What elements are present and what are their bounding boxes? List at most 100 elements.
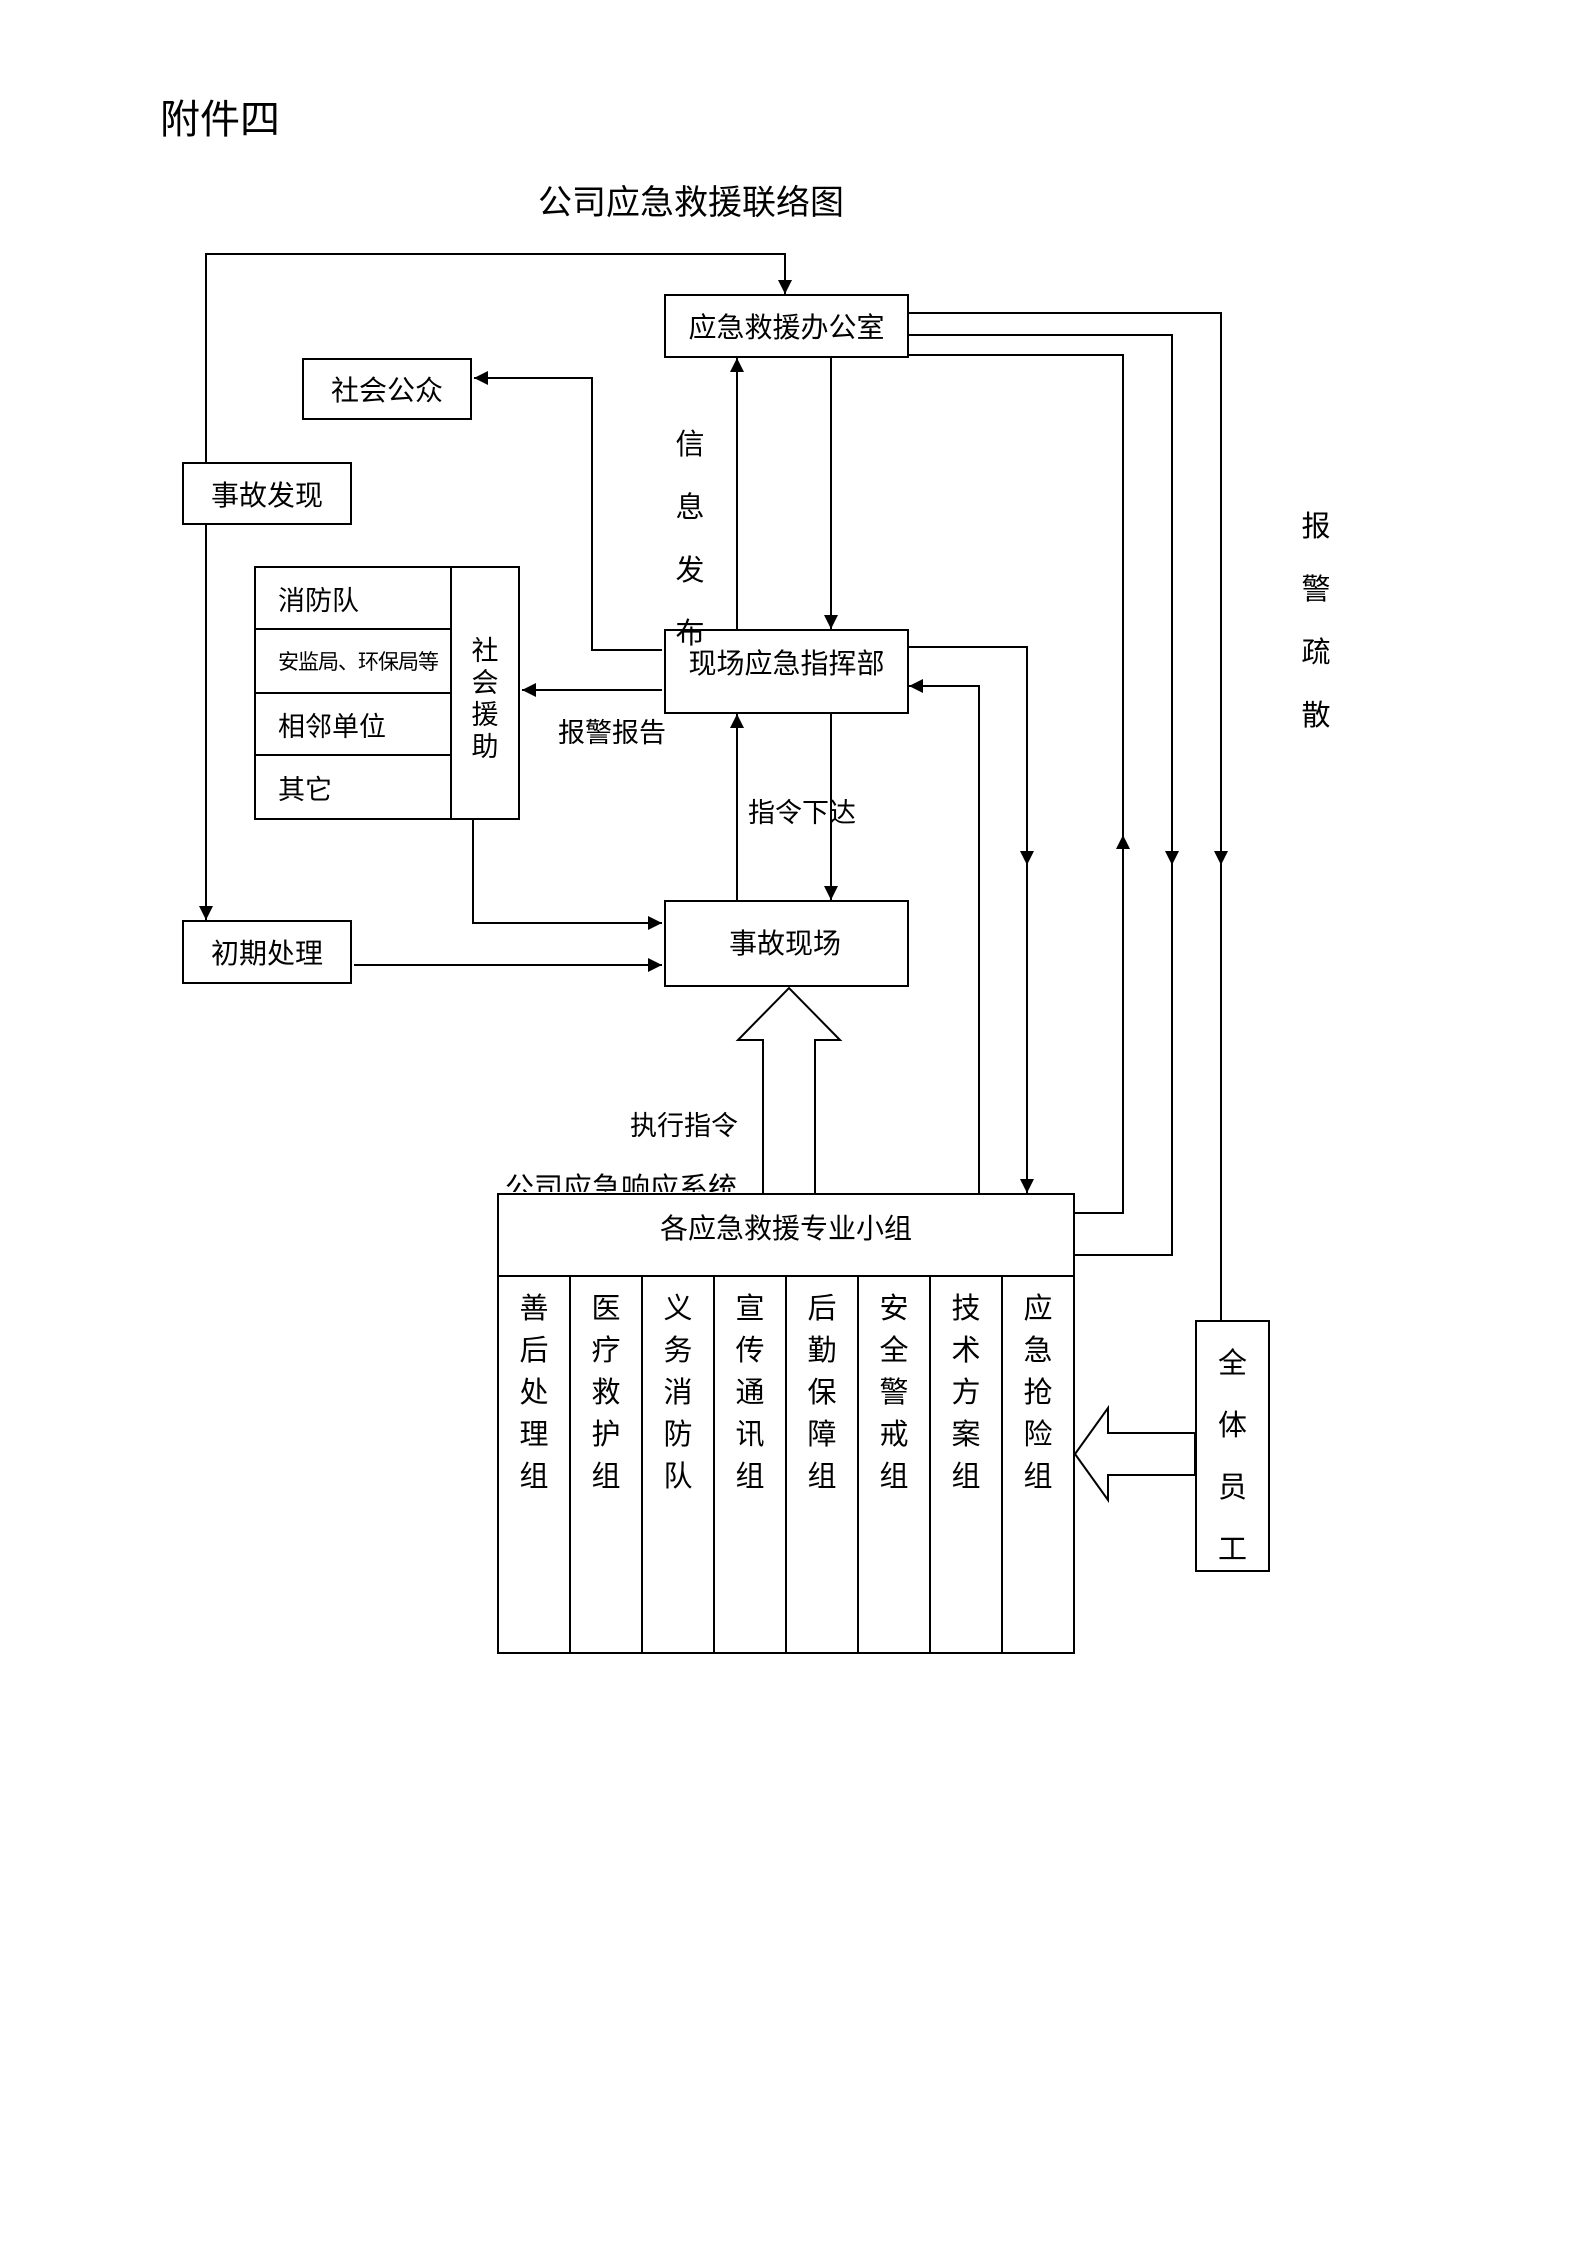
all-staff-box: 全 体 员 工 [1195, 1320, 1270, 1572]
group-char: 务 [663, 1333, 693, 1367]
group-char: 护 [591, 1417, 621, 1451]
group-char: 讯 [735, 1417, 765, 1451]
groups-header: 各应急救援专业小组 [499, 1195, 1073, 1277]
group-char: 急 [1023, 1333, 1053, 1367]
info-release-char: 息 [675, 490, 705, 524]
group-char: 安 [879, 1291, 909, 1325]
group-char: 抢 [1023, 1375, 1053, 1409]
scene-label: 事故现场 [729, 927, 842, 960]
group-column: 善后处理组 [499, 1277, 571, 1652]
group-char: 传 [735, 1333, 765, 1367]
social-assistance-box: 消防队 安监局、环保局等 相邻单位 其它 社 会 援 助 [254, 566, 520, 820]
group-column: 技术方案组 [931, 1277, 1003, 1652]
group-column: 应急抢险组 [1003, 1277, 1073, 1652]
group-char: 组 [1023, 1459, 1053, 1493]
command-to-public-arrow [474, 371, 662, 651]
group-char: 组 [879, 1459, 909, 1493]
group-char: 善 [519, 1291, 549, 1325]
group-char: 方 [951, 1375, 981, 1409]
group-char: 救 [591, 1375, 621, 1409]
office-to-staff-arrow [909, 312, 1222, 1320]
all-staff-char: 全 [1217, 1346, 1247, 1380]
group-char: 防 [663, 1417, 693, 1451]
all-staff-char: 体 [1217, 1408, 1247, 1442]
group-char: 义 [663, 1291, 693, 1325]
alarm-evacuation-annotation: 报 警 疏 散 [1296, 495, 1336, 747]
scene-box: 事故现场 [664, 900, 909, 987]
group-char: 术 [951, 1333, 981, 1367]
diagram-title: 公司应急救援联络图 [538, 183, 844, 223]
assistance-item: 相邻单位 [256, 694, 450, 756]
initial-handling-box: 初期处理 [182, 920, 352, 984]
all-staff-char: 员 [1217, 1470, 1247, 1504]
groups-columns: 善后处理组 医疗救护组 义务消防队 宣传通讯组 后勤保障组 安全警戒组 技术方案… [499, 1277, 1073, 1652]
attachment-label: 附件四 [160, 97, 280, 143]
execute-order-hollow-arrow [735, 986, 843, 1193]
group-char: 后 [807, 1291, 837, 1325]
initial-handling-label: 初期处理 [210, 937, 323, 970]
staff-to-rescue-hollow-arrow [1073, 1404, 1196, 1504]
assistance-items: 消防队 安监局、环保局等 相邻单位 其它 [256, 568, 450, 818]
assistance-item-label: 消防队 [278, 585, 359, 617]
groups-to-office-arrow [909, 354, 1124, 1214]
assistance-item: 消防队 [256, 568, 450, 630]
assistance-item: 安监局、环保局等 [256, 630, 450, 694]
assistance-label-char: 会 [471, 668, 499, 699]
group-char: 理 [519, 1417, 549, 1451]
group-char: 技 [951, 1291, 981, 1325]
assistance-item-label: 相邻单位 [278, 711, 386, 743]
group-char: 处 [519, 1375, 549, 1409]
assistance-to-scene-arrow [472, 820, 662, 930]
group-char: 障 [807, 1417, 837, 1451]
group-column: 宣传通讯组 [715, 1277, 787, 1652]
group-char: 警 [879, 1375, 909, 1409]
assistance-label-char: 助 [471, 732, 499, 763]
alarm-evacuation-char: 报 [1301, 509, 1331, 543]
group-char: 队 [663, 1459, 693, 1493]
info-release-annotation: 信 息 发 布 [670, 413, 710, 665]
group-column: 后勤保障组 [787, 1277, 859, 1652]
group-char: 戒 [879, 1417, 909, 1451]
group-char: 应 [1023, 1291, 1053, 1325]
alarm-evacuation-char: 散 [1301, 698, 1331, 732]
social-assistance-label: 社 会 援 助 [450, 568, 518, 818]
group-char: 案 [951, 1417, 981, 1451]
group-column: 医疗救护组 [571, 1277, 643, 1652]
public-label: 社会公众 [330, 374, 443, 407]
group-char: 组 [951, 1459, 981, 1493]
group-char: 全 [879, 1333, 909, 1367]
alarm-evacuation-char: 疏 [1301, 635, 1331, 669]
public-box: 社会公众 [302, 358, 472, 420]
alarm-evacuation-char: 警 [1301, 572, 1331, 606]
all-staff-char: 工 [1217, 1532, 1247, 1566]
group-char: 后 [519, 1333, 549, 1367]
groups-header-label: 各应急救援专业小组 [659, 1212, 912, 1245]
order-issued-annotation: 指令下达 [748, 798, 856, 829]
group-char: 保 [807, 1375, 837, 1409]
assistance-item: 其它 [256, 756, 450, 818]
response-system-annotation: 公司应急响应系统 [505, 1170, 760, 1193]
command-label: 现场应急指挥部 [688, 646, 885, 680]
group-char: 疗 [591, 1333, 621, 1367]
group-char: 组 [591, 1459, 621, 1493]
response-groups-table: 各应急救援专业小组 善后处理组 医疗救护组 义务消防队 宣传通讯组 后勤保障组 … [497, 1193, 1075, 1654]
discovery-to-office-arrow [205, 253, 792, 462]
group-char: 通 [735, 1375, 765, 1409]
info-release-char: 信 [675, 427, 705, 461]
discovery-label: 事故发现 [210, 478, 323, 512]
group-char: 医 [591, 1291, 621, 1325]
group-char: 险 [1023, 1417, 1053, 1451]
group-column: 义务消防队 [643, 1277, 715, 1652]
command-box: 现场应急指挥部 [664, 629, 909, 714]
info-release-char: 发 [675, 553, 705, 587]
office-box: 应急救援办公室 [664, 294, 909, 358]
group-char: 组 [519, 1459, 549, 1493]
group-char: 组 [735, 1459, 765, 1493]
assistance-item-label: 安监局、环保局等 [278, 650, 439, 674]
response-system-label: 公司应急响应系统 [505, 1171, 738, 1193]
group-char: 消 [663, 1375, 693, 1409]
alarm-report-annotation: 报警报告 [558, 718, 666, 749]
execute-order-annotation: 执行指令 [630, 1111, 738, 1142]
group-char: 宣 [735, 1291, 765, 1325]
